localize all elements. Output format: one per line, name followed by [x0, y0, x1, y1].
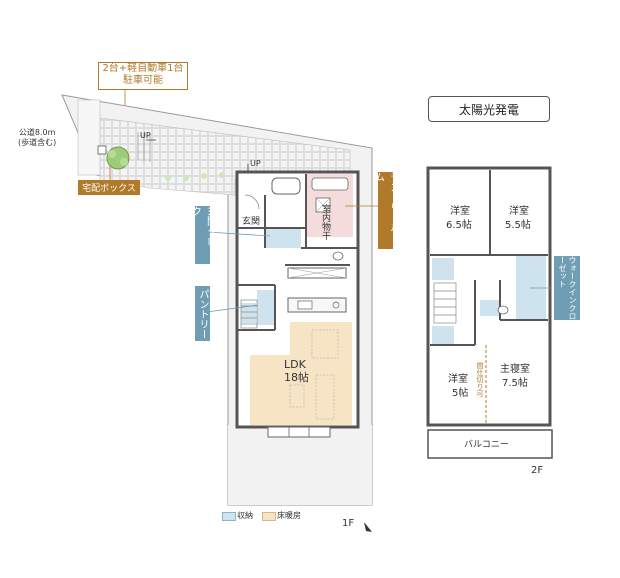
dining-table: [311, 329, 339, 359]
floor-1f-label: 1F: [342, 518, 355, 529]
storage-wic: [516, 256, 546, 319]
laundry-counter: [311, 177, 349, 191]
rear-yard: [228, 425, 372, 505]
kitchen-island: [287, 297, 347, 313]
master-name: 主寝室: [500, 362, 530, 375]
solar-label: 太陽光発電: [428, 96, 550, 122]
up-label-1: UP: [140, 131, 151, 140]
parking-note-line2: 駐車可能: [123, 75, 163, 86]
legend-storage-label: 収納: [237, 511, 253, 520]
ldk-name: LDK: [284, 358, 307, 371]
room-c-size: 5帖: [452, 386, 468, 399]
balcony-label: バルコニー: [464, 439, 509, 450]
storage-2f-a: [432, 258, 454, 280]
north-arrow-icon: [364, 522, 372, 532]
room-a-name: 洋室: [450, 204, 470, 217]
up-label-2: UP: [250, 159, 261, 168]
terrace-window: [267, 426, 331, 438]
interior-walls-2f: [430, 170, 548, 346]
genkan-label: 玄関: [242, 215, 260, 227]
balcony-outline: [427, 429, 553, 459]
legend-storage-swatch: [222, 512, 236, 521]
partition-note: 間仕切り可: [476, 362, 484, 397]
entry-steps: [137, 132, 151, 162]
up-arrow-icon: [146, 139, 249, 172]
tag-delivery-box: 宅配ボックス: [78, 180, 140, 195]
storage-pantry: [257, 290, 275, 325]
room-a-size: 6.5帖: [446, 218, 472, 231]
master-size: 7.5帖: [502, 376, 528, 389]
ldk-size: 18帖: [284, 371, 309, 384]
building-2f: [426, 166, 553, 459]
building-1f: [228, 170, 372, 505]
stairs-2f: [433, 282, 457, 324]
tag-walk-in-closet: ウォークインクローゼット: [554, 256, 580, 320]
storage-genkan-cloak: [265, 228, 301, 248]
indoor-dry-label: 室内物干: [320, 203, 331, 241]
legend-heating-label: 床暖房: [277, 511, 301, 520]
road-note: 公道8.0m (歩道含む): [18, 128, 56, 148]
toilet: [332, 251, 344, 261]
driveway: [77, 99, 101, 176]
road-note-line2: (歩道含む): [18, 138, 57, 147]
tag-pantry: パントリー: [195, 286, 210, 341]
sofa: [315, 374, 335, 420]
low-table: [289, 384, 305, 408]
tag-laundry-room: ランドリールーム: [373, 172, 399, 249]
tag-entrance-cloak: 玄関クローク: [190, 206, 216, 264]
toilet-2f: [497, 305, 509, 315]
stairs-1f: [240, 299, 258, 329]
floor-heating-area: [250, 322, 352, 425]
delivery-box-marker: [97, 145, 107, 155]
entrance-door: [244, 194, 260, 210]
room-b-size: 5.5帖: [505, 218, 531, 231]
bathtub: [271, 177, 301, 195]
legend-heating-swatch: [262, 512, 276, 521]
parking-note-line1: 2台+軽自動車1台: [102, 63, 184, 74]
parking-note: 2台+軽自動車1台 駐車可能: [98, 62, 188, 90]
floor-2f-label: 2F: [531, 465, 544, 476]
interior-walls-1f: [237, 174, 358, 331]
room-b-name: 洋室: [509, 204, 529, 217]
road-note-line1: 公道8.0m: [18, 128, 56, 137]
room-c-name: 洋室: [448, 372, 468, 385]
storage-2f-c: [432, 326, 454, 344]
storage-2f-d: [480, 300, 500, 316]
